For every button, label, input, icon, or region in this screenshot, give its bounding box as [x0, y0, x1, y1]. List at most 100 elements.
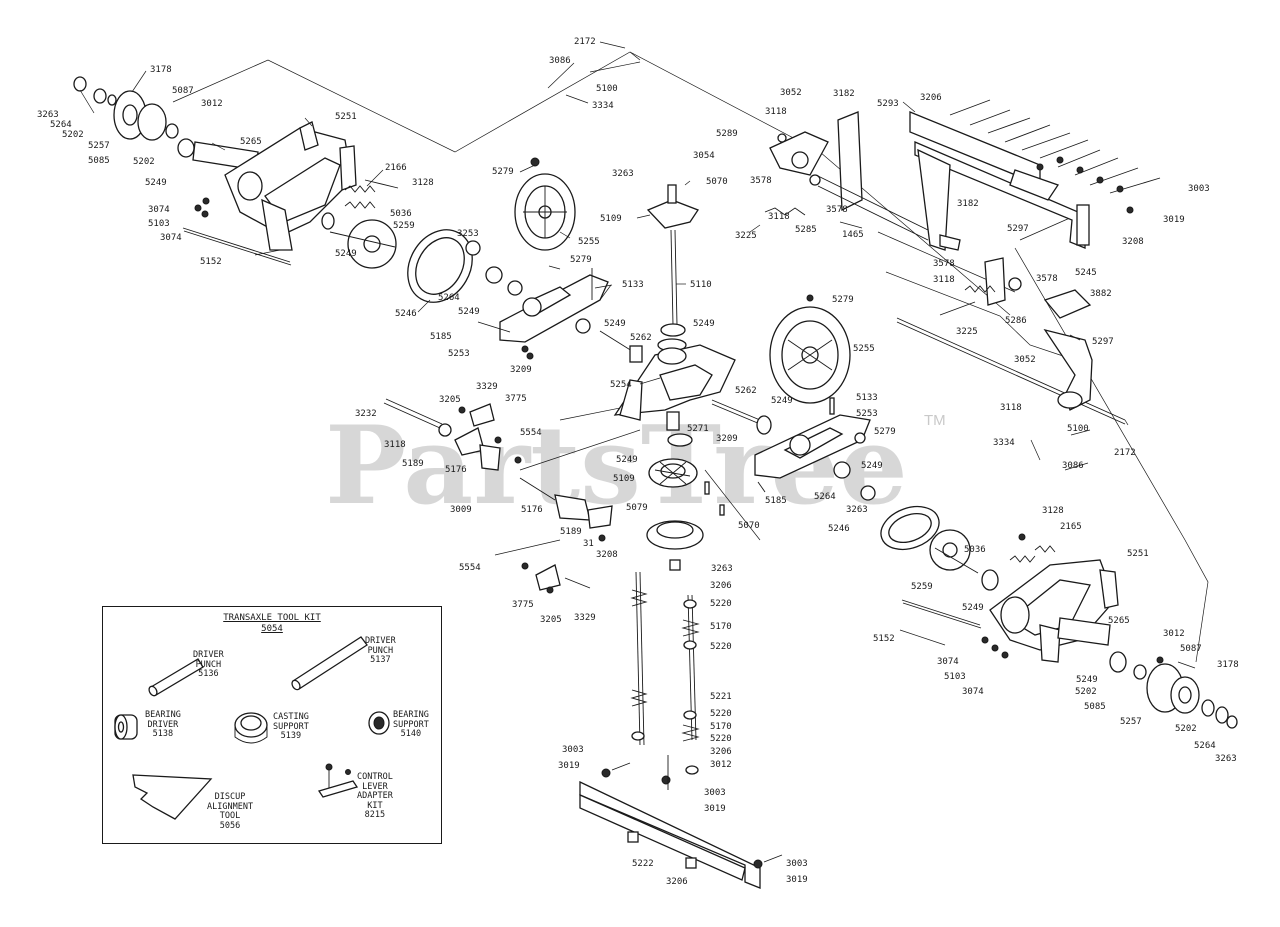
transaxle-tool-kit-box: TRANSAXLE TOOL KIT 5054 DRIVER PUNCH 513… [102, 606, 442, 844]
tool-kit-title: TRANSAXLE TOOL KIT [223, 613, 321, 623]
callout-3178-b: 3178 [1217, 660, 1239, 670]
callout-3232: 3232 [355, 409, 377, 419]
callout-3208-b: 3208 [596, 550, 618, 560]
callout-5202-d: 5202 [1175, 724, 1197, 734]
lower-right-bracket [711, 397, 940, 551]
callout-5257-b: 5257 [1120, 717, 1142, 727]
callout-5264-a: 5264 [438, 293, 460, 303]
callout-3118-a: 3118 [765, 107, 787, 117]
callout-3019-b: 3019 [558, 761, 580, 771]
watermark-text: PartsTree [325, 403, 908, 529]
callout-5079: 5079 [626, 503, 648, 513]
callout-5100: 5100 [596, 84, 618, 94]
callout-5265-b: 5265 [1108, 616, 1130, 626]
callout-5185-b: 5185 [765, 496, 787, 506]
callout-3003-d: 3003 [786, 859, 808, 869]
callout-5036: 5036 [390, 209, 412, 219]
callout-5222: 5222 [632, 859, 654, 869]
callout-5133-b: 5133 [856, 393, 878, 403]
callout-3182-a: 3182 [833, 89, 855, 99]
callout-5249-a: 5249 [145, 178, 167, 188]
callout-3086: 3086 [549, 56, 571, 66]
callout-3019-a: 3019 [1163, 215, 1185, 225]
callout-3003-b: 3003 [562, 745, 584, 755]
callout-5202-c: 5202 [1075, 687, 1097, 697]
callout-3052-b: 3052 [1014, 355, 1036, 365]
callout-5251: 5251 [335, 112, 357, 122]
callout-5289: 5289 [716, 129, 738, 139]
upper-right-frame [764, 99, 1161, 425]
right-pulley [769, 294, 851, 404]
callout-3578-c: 3578 [933, 259, 955, 269]
callout-labels: 2172 3086 5100 3334 3178 3263 5264 5202 … [37, 37, 1239, 887]
frame-bolts [949, 99, 1161, 214]
callout-3329-b: 3329 [574, 613, 596, 623]
callout-3182-b: 3182 [957, 199, 979, 209]
callout-5249-d: 5249 [604, 319, 626, 329]
driver-punch-5136-art [148, 658, 204, 697]
callout-3205-b: 3205 [540, 615, 562, 625]
callout-5251-b: 5251 [1127, 549, 1149, 559]
callout-5554-a: 5554 [520, 428, 542, 438]
callout-5189-b: 5189 [560, 527, 582, 537]
callout-5255-b: 5255 [853, 344, 875, 354]
callout-5554-b: 5554 [459, 563, 481, 573]
callout-5152-b: 5152 [873, 634, 895, 644]
callout-5070-b: 5070 [738, 521, 760, 531]
callout-5133-a: 5133 [622, 280, 644, 290]
callout-5257: 5257 [88, 141, 110, 151]
callout-5253-a: 5253 [448, 349, 470, 359]
callout-3074-c: 3074 [937, 657, 959, 667]
callout-5103: 5103 [148, 219, 170, 229]
callout-3012: 3012 [201, 99, 223, 109]
bearing-driver-art [114, 714, 138, 740]
callout-5293: 5293 [877, 99, 899, 109]
callout-3578-a: 3578 [750, 176, 772, 186]
callout-5279-c: 5279 [832, 295, 854, 305]
callout-3118-c: 3118 [933, 275, 955, 285]
callout-5070-a: 5070 [706, 177, 728, 187]
leader-lines [79, 41, 1196, 669]
bearing-support-art [368, 711, 390, 735]
callout-5271: 5271 [687, 424, 709, 434]
callout-5246-a: 5246 [395, 309, 417, 319]
callout-3054: 3054 [693, 151, 715, 161]
callout-2165: 2165 [1060, 522, 1082, 532]
callout-3206-c: 3206 [710, 747, 732, 757]
callout-5220-c: 5220 [710, 709, 732, 719]
tool-caption-driver-punch-5137: DRIVER PUNCH 5137 [365, 636, 396, 665]
upper-left-chain-pulley [407, 157, 643, 363]
callout-3208-a: 3208 [1122, 237, 1144, 247]
callout-3012-b: 3012 [710, 760, 732, 770]
tool-kit-number: 5054 [261, 624, 283, 634]
callout-5249-h: 5249 [861, 461, 883, 471]
callout-5265: 5265 [240, 137, 262, 147]
callout-3206-a: 3206 [920, 93, 942, 103]
shift-linkage-left [383, 398, 613, 594]
control-rods [579, 571, 783, 889]
upper-left-transaxle [73, 76, 399, 269]
callout-5176-b: 5176 [521, 505, 543, 515]
callout-5221: 5221 [710, 692, 732, 702]
callout-3334-b: 3334 [993, 438, 1015, 448]
tool-caption-casting-support: CASTING SUPPORT 5139 [273, 712, 309, 741]
callout-3118-d: 3118 [1000, 403, 1022, 413]
tool-caption-bearing-driver: BEARING DRIVER 5138 [145, 710, 181, 739]
callout-5249-b: 5249 [335, 249, 357, 259]
callout-3263-d: 3263 [1215, 754, 1237, 764]
center-shaft-assembly [613, 184, 736, 571]
callout-5185-a: 5185 [430, 332, 452, 342]
callout-3263-c: 3263 [711, 564, 733, 574]
callout-5085: 5085 [88, 156, 110, 166]
callout-5259-b: 5259 [911, 582, 933, 592]
callout-3263-b: 3263 [846, 505, 868, 515]
callout-5264: 5264 [50, 120, 72, 130]
driver-punch-5137-art [291, 636, 368, 691]
callout-3019-d: 3019 [786, 875, 808, 885]
tool-kit-art [114, 636, 390, 820]
callout-5109-a: 5109 [600, 214, 622, 224]
callout-3205-a: 3205 [439, 395, 461, 405]
callout-5249-g: 5249 [616, 455, 638, 465]
callout-5202-b: 5202 [133, 157, 155, 167]
